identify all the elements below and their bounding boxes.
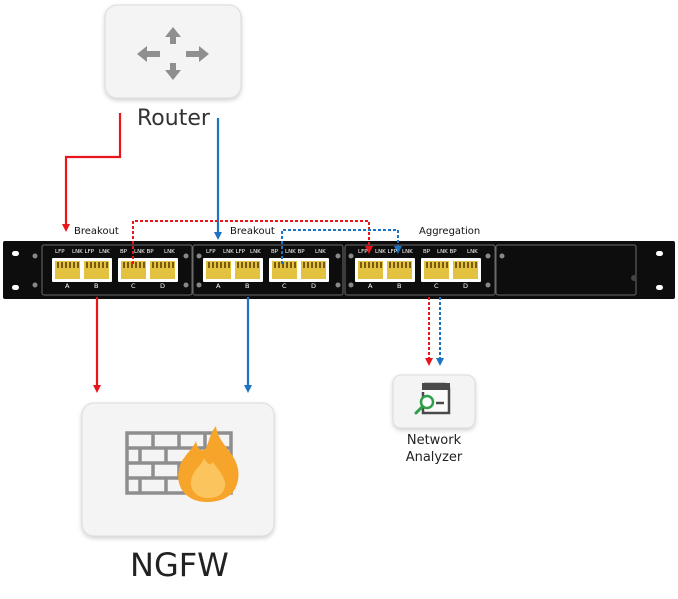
module-3-ports bbox=[355, 258, 481, 282]
module-2-title: Breakout bbox=[230, 226, 275, 237]
port-label: LNK bbox=[164, 249, 175, 255]
port-label: LFP bbox=[206, 249, 216, 255]
port-letter: C bbox=[434, 282, 439, 290]
router-node bbox=[104, 4, 242, 99]
module-3-title: Aggregation bbox=[419, 226, 481, 237]
magnifier-icon bbox=[414, 382, 451, 415]
port-label: LNK LFP bbox=[375, 249, 398, 255]
port-letter: C bbox=[282, 282, 287, 290]
port-letter: B bbox=[245, 282, 250, 290]
port-label: BP bbox=[271, 249, 279, 255]
ngfw-label: NGFW bbox=[130, 546, 229, 584]
port-label: LNK BP bbox=[437, 249, 457, 255]
port-label: LNK LFP bbox=[72, 249, 95, 255]
breakout-c-to-aggregation-b-blue-link bbox=[281, 229, 402, 264]
rj45-port-a[interactable] bbox=[358, 261, 383, 279]
port-letter: D bbox=[463, 282, 469, 290]
port-label: BP bbox=[423, 249, 431, 255]
router-arrows-icon bbox=[137, 27, 209, 80]
port-letter: D bbox=[311, 282, 317, 290]
analyzer-node bbox=[392, 374, 476, 429]
port-label: LNK BP bbox=[134, 249, 154, 255]
analyzer-label-line-2: Analyzer bbox=[405, 450, 463, 465]
rj45-port-b[interactable] bbox=[235, 261, 260, 279]
rj45-port-d[interactable] bbox=[301, 261, 326, 279]
rj45-port-a[interactable] bbox=[206, 261, 231, 279]
module-1-title: Breakout bbox=[74, 226, 119, 237]
ngfw-node bbox=[81, 402, 275, 537]
port-letter: A bbox=[65, 282, 70, 290]
port-label: BP bbox=[120, 249, 128, 255]
port-letter: D bbox=[160, 282, 166, 290]
port-label: LNK bbox=[402, 249, 413, 255]
port-letter: A bbox=[368, 282, 373, 290]
module-2-ports bbox=[203, 258, 329, 282]
rj45-port-d[interactable] bbox=[453, 261, 478, 279]
tap-chassis bbox=[3, 241, 675, 299]
port-label: LFP bbox=[55, 249, 65, 255]
router-to-breakout-a-red-link bbox=[62, 113, 122, 232]
module-1-ports bbox=[52, 258, 178, 282]
port-label: LFP bbox=[358, 249, 368, 255]
analyzer-label-line-1: Network bbox=[406, 433, 462, 448]
port-label: LNK bbox=[250, 249, 261, 255]
rj45-port-c[interactable] bbox=[272, 261, 297, 279]
port-label: LNK BP bbox=[285, 249, 305, 255]
port-label: LNK bbox=[467, 249, 478, 255]
rj45-port-c[interactable] bbox=[424, 261, 449, 279]
router-label: Router bbox=[137, 106, 210, 131]
port-label: LNK bbox=[99, 249, 110, 255]
port-letter: A bbox=[216, 282, 221, 290]
port-letter: C bbox=[131, 282, 136, 290]
rj45-port-b[interactable] bbox=[387, 261, 412, 279]
rj45-port-d[interactable] bbox=[150, 261, 175, 279]
rj45-port-a[interactable] bbox=[55, 261, 80, 279]
rj45-port-b[interactable] bbox=[84, 261, 109, 279]
port-label: LNK LFP bbox=[223, 249, 246, 255]
flame-icon bbox=[178, 426, 239, 502]
breakout-c-to-aggregation-a-red-link bbox=[132, 220, 373, 264]
port-label: LNK bbox=[315, 249, 326, 255]
port-letter: B bbox=[94, 282, 99, 290]
rj45-port-c[interactable] bbox=[121, 261, 146, 279]
port-letter: B bbox=[397, 282, 402, 290]
